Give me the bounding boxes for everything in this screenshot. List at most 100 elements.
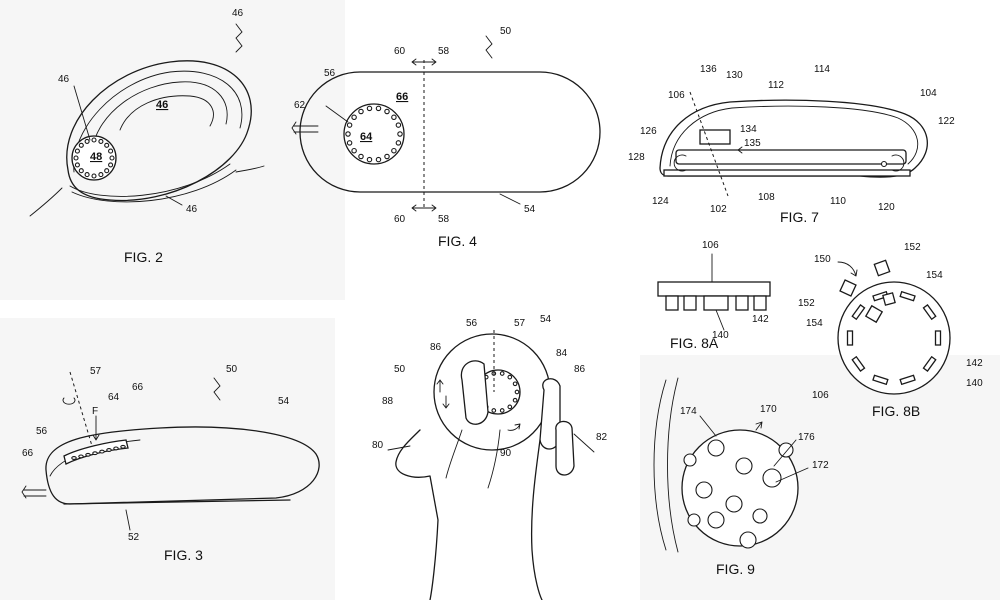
- fig9-ref-170: 170: [760, 404, 777, 415]
- fig8b-slots: [846, 290, 942, 386]
- fig7-ref-136: 136: [700, 64, 717, 75]
- fig4-button-hole: [351, 147, 357, 154]
- fig4-button-holes: [345, 105, 403, 163]
- fig2-ref-top: 46: [232, 8, 244, 19]
- fig2-button-hole: [74, 162, 80, 168]
- fig2-button-hole: [91, 173, 97, 179]
- fig2-button-hole: [98, 138, 104, 144]
- fig8b-disc: [837, 281, 951, 395]
- fig3-caption: FIG. 3: [164, 547, 203, 563]
- fig2-button-hole: [84, 138, 90, 144]
- fig3-ref-56: 56: [36, 426, 48, 437]
- fig4-section-arrows-top: [411, 58, 437, 66]
- fig8b-ref-152-left: 152: [798, 298, 815, 309]
- fig2-caption: FIG. 2: [124, 249, 163, 265]
- fig8a-post-center: [703, 295, 729, 311]
- fig8b-slot: [851, 304, 866, 321]
- fig4-button-hole: [384, 153, 390, 160]
- fig5-button-hole: [512, 381, 518, 387]
- fig5-leader-80: [387, 445, 411, 451]
- fig5-ref-86-left: 86: [430, 342, 442, 353]
- fig5-button-hole: [507, 404, 513, 410]
- fig3-ref-force: F: [92, 406, 98, 417]
- fig8a-leader-140: [715, 309, 725, 331]
- fig3-leader-52: [125, 509, 131, 531]
- fig5-ref-90: 90: [500, 448, 512, 459]
- fig3-ref-64: 64: [108, 392, 120, 403]
- fig5-ref-56: 56: [466, 318, 478, 329]
- fig2-contour-1: [73, 70, 243, 173]
- fig9-leader-172: [775, 467, 809, 483]
- fig7-ref-126: 126: [640, 126, 657, 137]
- fig8a-post-2: [683, 295, 697, 311]
- fig7-left-curl: [673, 154, 687, 172]
- fig7-ref-110: 110: [830, 196, 846, 207]
- fig4-button-ring: [343, 103, 405, 165]
- fig2-button-hole: [91, 137, 97, 143]
- fig5-hand-right-edge: [530, 439, 543, 600]
- fig7-pivot-120: [880, 160, 888, 168]
- fig7-axis-line: [689, 91, 729, 197]
- fig4-ref-60-top: 60: [394, 46, 406, 57]
- fig5-button-hole: [499, 408, 505, 413]
- fig8b-ref-154-left: 154: [806, 318, 823, 329]
- fig8b-ref-152-top: 152: [904, 242, 921, 253]
- fig3-axis-57: [69, 371, 93, 447]
- fig4-mouse-outline: [299, 71, 601, 193]
- fig5-ref-84: 84: [556, 348, 568, 359]
- fig2-zigzag-arrow: [235, 23, 243, 53]
- fig7-right-curl: [891, 154, 905, 172]
- fig5-hand-left-edge: [395, 429, 439, 600]
- fig7-ref-135: 135: [744, 138, 761, 149]
- fig9-scan-arc-left: [653, 379, 667, 551]
- fig2-leader-left: [73, 85, 91, 141]
- fig2-button-hole: [109, 155, 115, 161]
- fig2-ref-bottom: 46: [186, 204, 198, 215]
- fig5-finger-crease: [487, 429, 501, 489]
- fig5-ref-50: 50: [394, 364, 406, 375]
- fig9-hole: [778, 442, 794, 458]
- fig8a-post-1: [665, 295, 679, 311]
- fig5-button-hole: [512, 397, 518, 403]
- fig7-ref-122: 122: [938, 116, 955, 127]
- fig7-ref-124: 124: [652, 196, 669, 207]
- figure-7: 136 130 112 114 106 104 134 122 126 135 …: [628, 64, 955, 225]
- fig4-button-hole: [395, 122, 402, 128]
- fig5-ref-82: 82: [596, 432, 608, 443]
- fig4-cord: [291, 121, 319, 135]
- fig7-arrow-108: [737, 146, 751, 154]
- fig4-ref-64: 64: [360, 131, 373, 143]
- fig2-button-hole: [84, 172, 90, 178]
- fig5-ref-80: 80: [372, 440, 384, 451]
- fig2-contour-3: [119, 95, 214, 131]
- fig7-ref-106: 106: [668, 90, 685, 101]
- fig4-button-hole: [384, 108, 390, 115]
- fig4-ref-58-bottom: 58: [438, 214, 450, 225]
- fig3-button-hole: [92, 451, 98, 456]
- fig4-leader-54: [499, 193, 521, 205]
- fig4-button-hole: [351, 114, 357, 121]
- fig8b-slot: [922, 304, 937, 321]
- fig5-button-hole: [514, 389, 520, 395]
- fig9-hole: [725, 495, 743, 513]
- fig7-ref-112: 112: [768, 80, 784, 91]
- fig4-ref-56: 56: [324, 68, 336, 79]
- fig8b-slot: [851, 355, 866, 372]
- fig2-button-hole: [74, 148, 80, 154]
- fig8a-plate: [657, 281, 771, 297]
- fig3-force-arrow: [92, 415, 100, 441]
- fig8a-ref-142: 142: [752, 314, 769, 325]
- fig2-leader-bottom: [165, 195, 183, 206]
- fig7-base-plate: [663, 169, 911, 177]
- fig2-button-hole: [104, 142, 110, 148]
- fig5-middle-finger: [555, 420, 575, 476]
- fig8b-tab-154-right: [882, 292, 896, 306]
- fig2-ref-48: 48: [90, 151, 102, 163]
- fig3-ref-66-top: 66: [132, 382, 144, 393]
- fig3-ref-54: 54: [278, 396, 290, 407]
- fig7-ref-120: 120: [878, 202, 895, 213]
- fig4-ref-54: 54: [524, 204, 536, 215]
- fig9-hole: [683, 453, 697, 467]
- figure-3: 57 50 F 64 66 56 66 54 52 FIG. 3: [21, 364, 320, 563]
- fig9-arrow-170: [755, 421, 763, 431]
